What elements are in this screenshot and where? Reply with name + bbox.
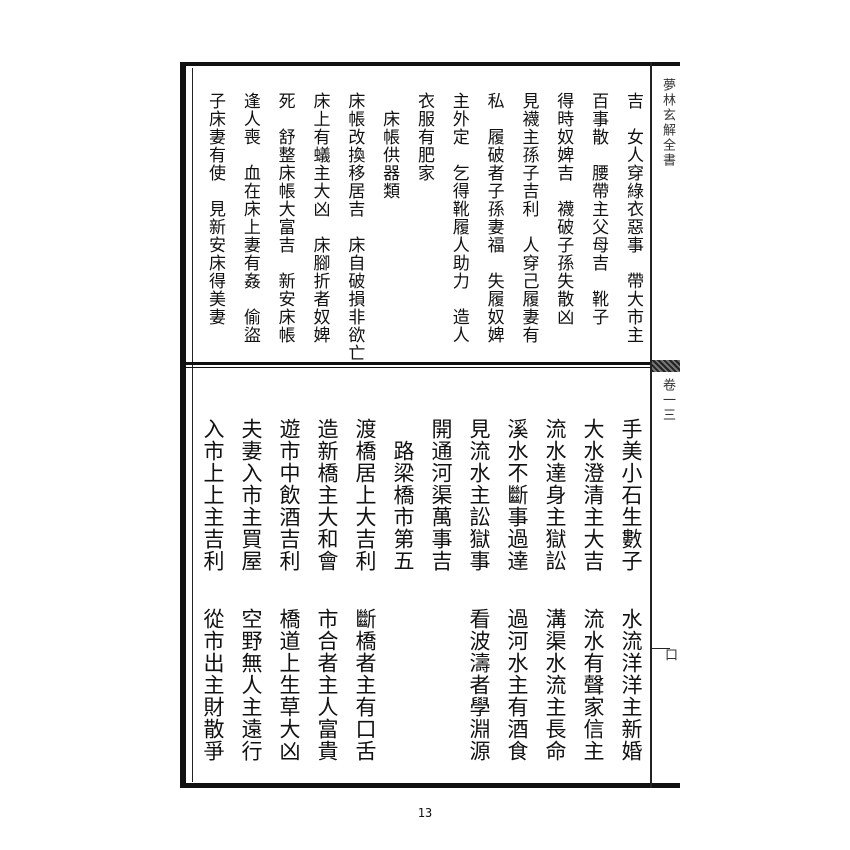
entry-top: 溪水不斷事過達 <box>505 418 529 572</box>
text-column: 死 舒整床帳大富吉 新安床帳 <box>274 92 295 344</box>
text-column: 見襪主孫子吉利 人穿己履妻有 <box>518 92 539 344</box>
entry-top: 見流水主訟獄事 <box>467 418 491 572</box>
page-number: 13 <box>417 806 433 820</box>
section-divider <box>186 362 650 365</box>
page-frame <box>180 62 680 788</box>
entry-bottom: 看波濤者學淵源 <box>467 608 491 762</box>
section-heading-column: 路梁橋市第五 <box>386 418 420 778</box>
inner-border-line <box>192 68 193 782</box>
section-divider-inner <box>186 367 650 368</box>
entry-bottom: 空野無人主遠行 <box>239 608 263 762</box>
entry-top: 入市上上主吉利 <box>201 418 225 572</box>
section-heading: 床帳供器類 <box>379 92 400 200</box>
entry-bottom: 從市出主財散爭 <box>201 608 225 762</box>
entry-bottom: 市合者主人富貴 <box>315 608 339 762</box>
text-column: 大水澄清主大吉流水有聲家信主 <box>576 418 610 778</box>
text-column: 衣服有肥家 <box>413 92 434 182</box>
text-column: 渡橋居上大吉利斷橋者主有口舌 <box>348 418 382 778</box>
entry-bottom: 溝渠水流主長命 <box>543 608 567 762</box>
text-column: 流水達身主獄訟溝渠水流主長命 <box>538 418 572 778</box>
text-column: 造新橋主大和會市合者主人富貴 <box>310 418 344 778</box>
entry-top: 大水澄清主大吉 <box>581 418 605 572</box>
text-column: 床上有蟻主大凶 床腳折者奴婢 <box>309 92 330 344</box>
text-column: 溪水不斷事過達過河水主有酒食 <box>500 418 534 778</box>
text-column: 吉 女人穿綠衣惡事 帶大市主 <box>622 92 643 344</box>
margin-book-title: 夢林玄解全書 <box>660 78 675 168</box>
entry-top: 開通河渠萬事吉 <box>429 418 453 572</box>
section-heading: 路梁橋市第五 <box>391 418 415 572</box>
text-column: 開通河渠萬事吉 <box>424 418 458 778</box>
fishtail-mark <box>652 360 680 372</box>
upper-text-block: 吉 女人穿綠衣惡事 帶大市主 百事散 腰帶主父母吉 靴子 得時奴婢吉 襪破子孫失… <box>200 92 648 362</box>
entry-bottom: 流水有聲家信主 <box>581 608 605 762</box>
entry-top: 手美小石生數子 <box>619 418 643 572</box>
text-column: 逢人喪 血在床上妻有姦 偷盜 <box>239 92 260 344</box>
entry-top: 渡橋居上大吉利 <box>353 418 377 572</box>
margin-divider-line <box>650 62 652 788</box>
margin-volume: 卷一三 <box>660 378 675 423</box>
margin-leaf-mark: 口 <box>662 648 677 663</box>
entry-bottom: 過河水主有酒食 <box>505 608 529 762</box>
text-column: 子床妻有使 見新安床得美妻 <box>205 92 225 326</box>
lower-text-block: 手美小石生數子水流洋洋主新婚 大水澄清主大吉流水有聲家信主 流水達身主獄訟溝渠水… <box>196 418 648 778</box>
text-column: 夫妻入市主買屋空野無人主遠行 <box>234 418 268 778</box>
entry-top: 夫妻入市主買屋 <box>239 418 263 572</box>
text-column: 遊市中飲酒吉利橋道上生草大凶 <box>272 418 306 778</box>
text-column: 得時奴婢吉 襪破子孫失散凶 <box>553 92 574 326</box>
text-column: 見流水主訟獄事看波濤者學淵源 <box>462 418 496 778</box>
entry-top: 遊市中飲酒吉利 <box>277 418 301 572</box>
leaf-tick <box>652 648 670 649</box>
text-column: 床帳改換移居吉 床自破損非欲亡 <box>344 92 365 362</box>
entry-bottom: 斷橋者主有口舌 <box>353 608 377 762</box>
text-column: 手美小石生數子水流洋洋主新婚 <box>614 418 648 778</box>
entry-bottom: 水流洋洋主新婚 <box>619 608 643 762</box>
text-column: 主外定 乞得靴履人助力 造人 <box>448 92 469 344</box>
text-column: 百事散 腰帶主父母吉 靴子 <box>588 92 609 326</box>
entry-bottom: 橋道上生草大凶 <box>277 608 301 762</box>
text-column: 私 履破者子孫妻福 失履奴婢 <box>483 92 504 344</box>
entry-top: 造新橋主大和會 <box>315 418 339 572</box>
text-column: 入市上上主吉利從市出主財散爭 <box>196 418 230 778</box>
entry-top: 流水達身主獄訟 <box>543 418 567 572</box>
